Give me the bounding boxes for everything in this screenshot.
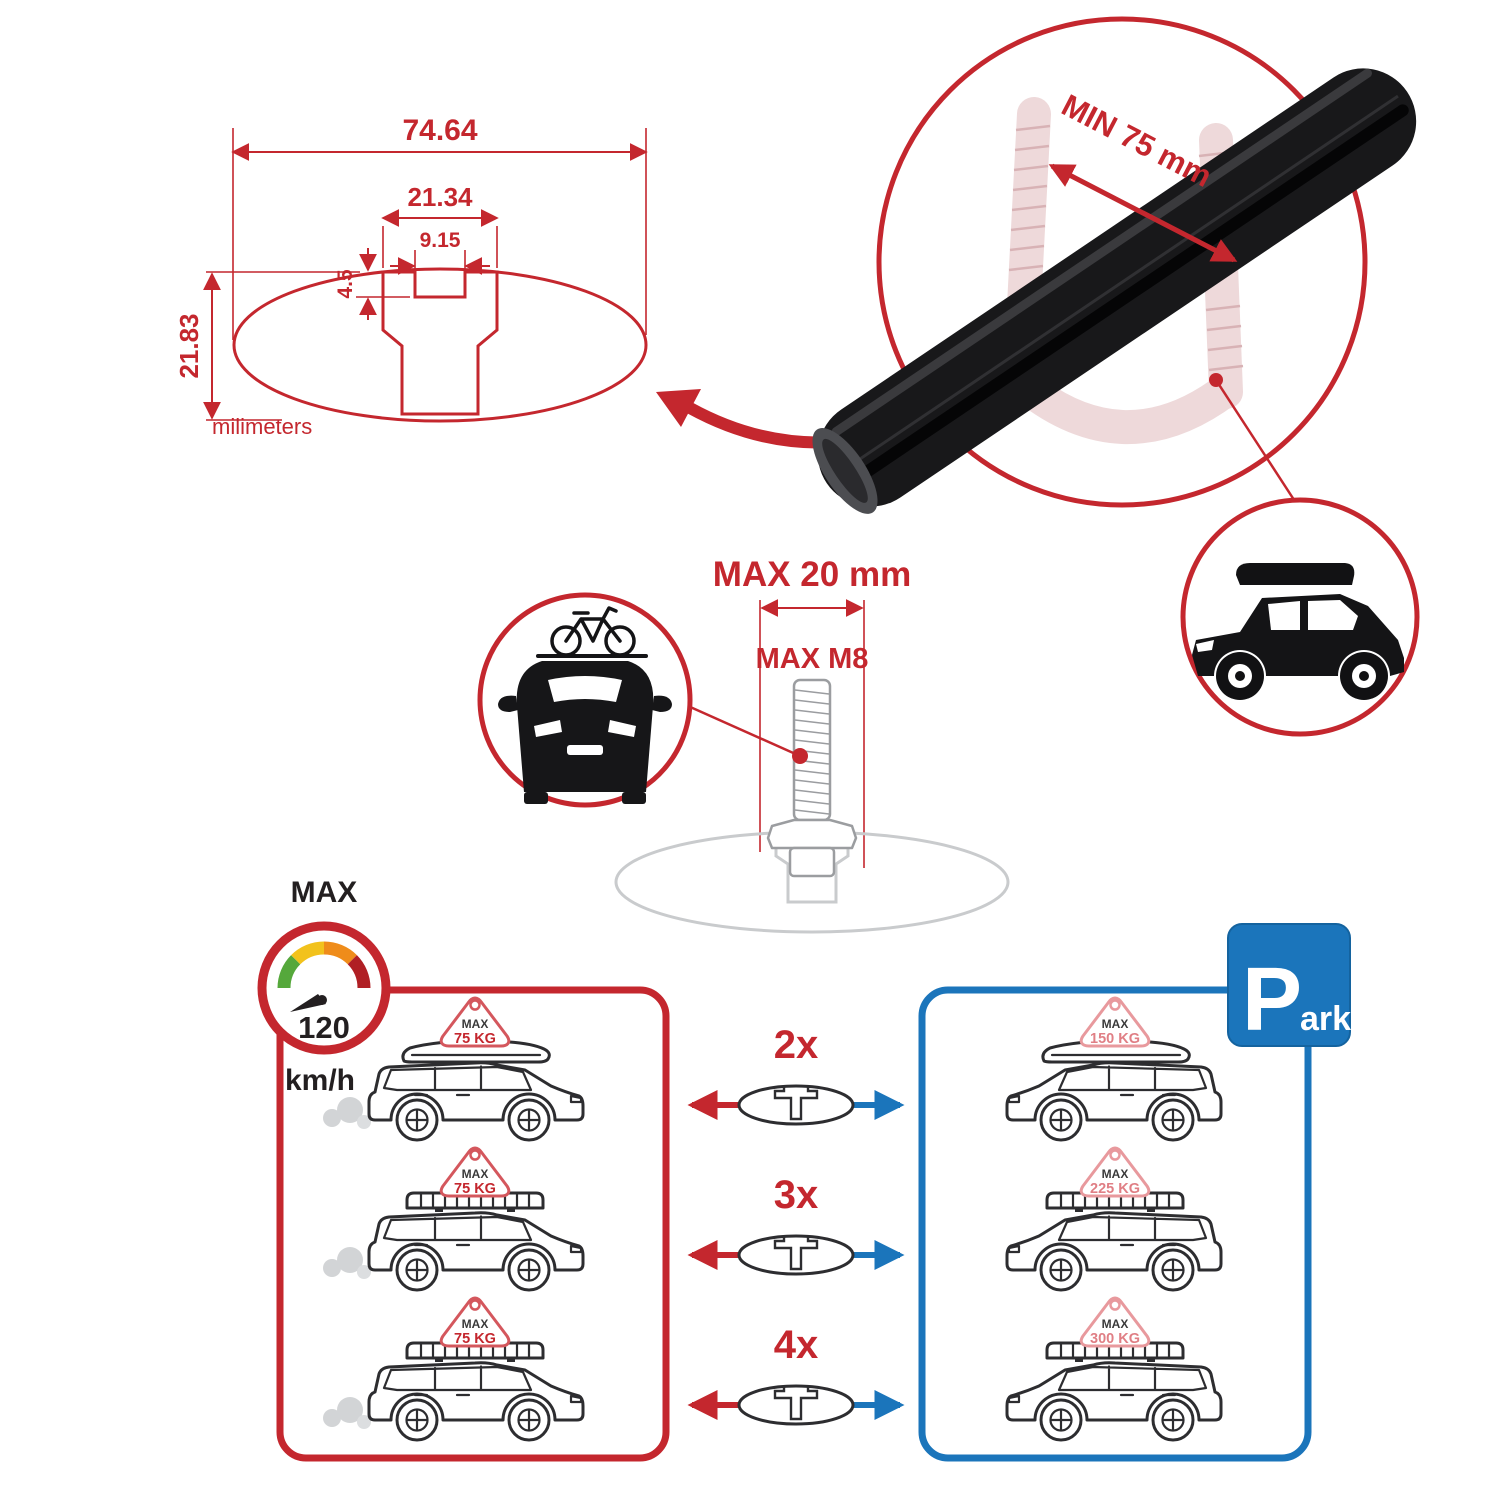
car-front-windshield [548, 676, 622, 702]
max-thread-label: MAX M8 [756, 643, 869, 675]
crossbar-groove-line [843, 94, 1399, 471]
park-sign-plate [1227, 923, 1351, 1047]
crossbar-render-scene: MIN 75 mm [812, 16, 1417, 514]
crossbar-end-cap-core [822, 438, 868, 503]
parked-badge-3-value: 300 KG [1090, 1331, 1140, 1347]
gauge-title: MAX [291, 876, 358, 909]
suv-roofbox-scene [1180, 497, 1420, 737]
moving-badge-1-value: 75 KG [454, 1031, 496, 1047]
tbolt-thread-lines [794, 689, 830, 815]
multiplier-2: 3x [774, 1173, 819, 1217]
parked-badge-2-label: MAX [1102, 1167, 1129, 1181]
car-front-mirror-left [498, 695, 518, 712]
suv-front-window [1268, 601, 1300, 630]
units-label: milimeters [212, 414, 312, 439]
suv-rear-hub [1359, 671, 1369, 681]
dim-slot-inner: 9.15 [420, 229, 461, 252]
gauge-arc-red [347, 955, 371, 989]
moving-badge-2-label: MAX [462, 1167, 489, 1181]
moving-badge-3-value: 75 KG [454, 1331, 496, 1347]
suv-headlight [1196, 640, 1214, 652]
park-sign-suffix: ark [1300, 1000, 1351, 1038]
car-front-wheel-right [622, 792, 646, 804]
parked-badge-1-label: MAX [1102, 1017, 1129, 1031]
parked-cars-panel: MAX 150 KG MAX 225 KG MAX 300 KG [918, 986, 1312, 1462]
suv-roof-box [1236, 563, 1355, 585]
car-front-headlight-left [534, 720, 562, 737]
gauge-needle [290, 994, 326, 1012]
suv-front-hub [1235, 671, 1245, 681]
park-sign-initial: P [1242, 950, 1302, 1050]
parked-badge-1-value: 150 KG [1090, 1031, 1140, 1047]
max-channel-label: MAX 20 mm [713, 555, 911, 594]
tbolt-head-stem [788, 846, 836, 878]
car-front-wheel-left [524, 792, 548, 804]
multiplier-rows: 2x 3x 4x [687, 1023, 905, 1426]
bike-leader-line [687, 704, 801, 758]
gauge-arc-green [277, 955, 301, 989]
min-span-arrow [1048, 163, 1238, 263]
detail-leader-line [1214, 379, 1300, 507]
gauge-arc-yellow [291, 941, 325, 965]
gauge-arc-orange [323, 941, 357, 965]
bike-frame [564, 606, 622, 643]
crossbar-icon-3 [737, 1384, 855, 1426]
render-zoom-circle [876, 16, 1368, 508]
crossbar-section-ellipse [232, 267, 648, 423]
ghost-crossbar-slot [774, 836, 850, 904]
park-sign: P ark [1227, 923, 1351, 1050]
suv-rear-window [1308, 600, 1358, 630]
parked-badge-3-label: MAX [1102, 1317, 1129, 1331]
dim-slot-outer: 21.34 [407, 182, 473, 212]
moving-badge-2-value: 75 KG [454, 1181, 496, 1197]
gauge-units: km/h [285, 1064, 355, 1097]
moving-cars-panel: MAX 75 KG MAX 75 KG MAX 75 KG [276, 986, 670, 1462]
multiplier-1: 2x [774, 1023, 819, 1067]
crossbar-icon-1 [737, 1084, 855, 1126]
tbolt-head-flange [766, 818, 858, 850]
dim-total-height: 21.83 [174, 313, 204, 378]
moving-badge-3-label: MAX [462, 1317, 489, 1331]
car-front-bike-scene [477, 592, 801, 808]
crossbar-rubber-strip [842, 104, 1409, 490]
moving-badge-1-label: MAX [462, 1017, 489, 1031]
car-front-mirror-right [652, 695, 672, 712]
gauge-value: 120 [298, 1010, 350, 1045]
gauge-needle-pivot [317, 995, 327, 1005]
dim-total-width: 74.64 [402, 114, 477, 147]
parked-badge-2-value: 225 KG [1090, 1181, 1140, 1197]
gauge-ring [257, 921, 391, 1055]
ghost-ubolt-bottom [1009, 368, 1237, 444]
dim-lip-depth: 4.5 [334, 269, 357, 299]
speed-limit-gauge: MAX 120 km/h [257, 876, 391, 1097]
tbolt [766, 678, 858, 878]
multiplier-3: 4x [774, 1323, 819, 1367]
crossbar-section-tslot [381, 270, 499, 416]
car-front-plate [567, 745, 603, 755]
technical-drawing: 74.64 21.34 9.15 4.5 21.83 milimeters [174, 114, 648, 439]
zoom-out-arrow-head [656, 389, 701, 427]
car-front-headlight-right [608, 720, 636, 737]
car-front-body [516, 661, 654, 792]
crossbar-icon-2 [737, 1234, 855, 1276]
tbolt-diagram: MAX 20 mm MAX M8 [614, 555, 1010, 934]
